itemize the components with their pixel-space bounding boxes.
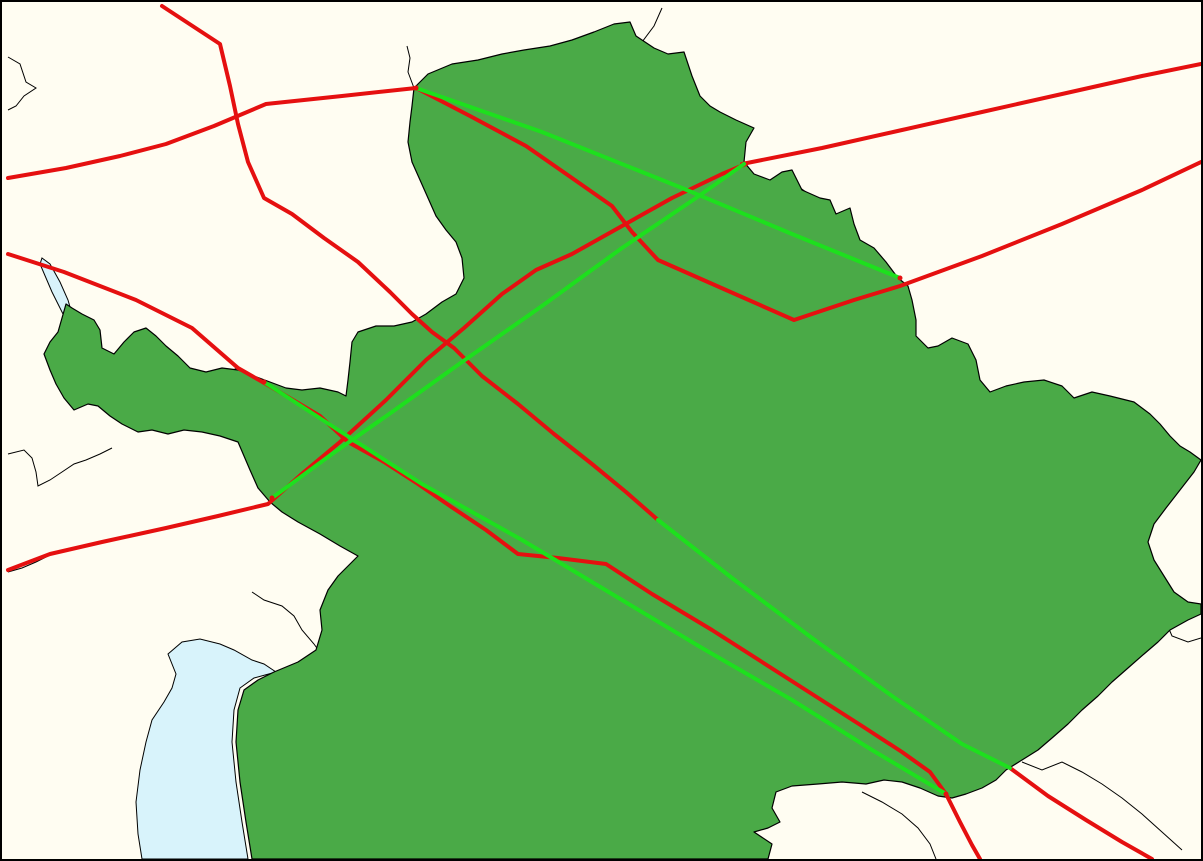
- route-west-long[interactable]: [6, 252, 982, 859]
- route-northwest-arc[interactable]: [160, 4, 660, 522]
- boundary-nw: [7, 56, 37, 111]
- route-nodes: [261, 85, 949, 797]
- highlighted-region[interactable]: [43, 21, 1201, 859]
- route-southeast-exit[interactable]: [1008, 766, 1154, 859]
- junction-node-east[interactable]: [897, 275, 903, 281]
- boundary-north-a: [406, 45, 415, 89]
- junction-node-west[interactable]: [261, 379, 267, 385]
- boundary-west-a: [7, 447, 113, 487]
- routes-layer: [6, 4, 1201, 859]
- junction-node-south[interactable]: [943, 791, 949, 797]
- segment-center-to-se[interactable]: [656, 518, 1012, 770]
- water-layer: [39, 257, 278, 859]
- region-segments-layer: [262, 86, 1012, 796]
- route-north-diagonal[interactable]: [414, 86, 1201, 322]
- route-southwest[interactable]: [6, 162, 748, 572]
- junction-node-southwest[interactable]: [269, 495, 275, 501]
- segment-west-to-south[interactable]: [262, 380, 948, 796]
- junction-node-north[interactable]: [413, 85, 419, 91]
- segment-sw-to-east[interactable]: [270, 162, 746, 500]
- segment-north-to-ne[interactable]: [414, 86, 902, 280]
- lake-southwest: [135, 638, 278, 859]
- boundary-south-b: [861, 791, 937, 859]
- boundary-southeast: [1021, 761, 1183, 851]
- route-east-long[interactable]: [740, 62, 1201, 166]
- route-north-east[interactable]: [6, 86, 418, 180]
